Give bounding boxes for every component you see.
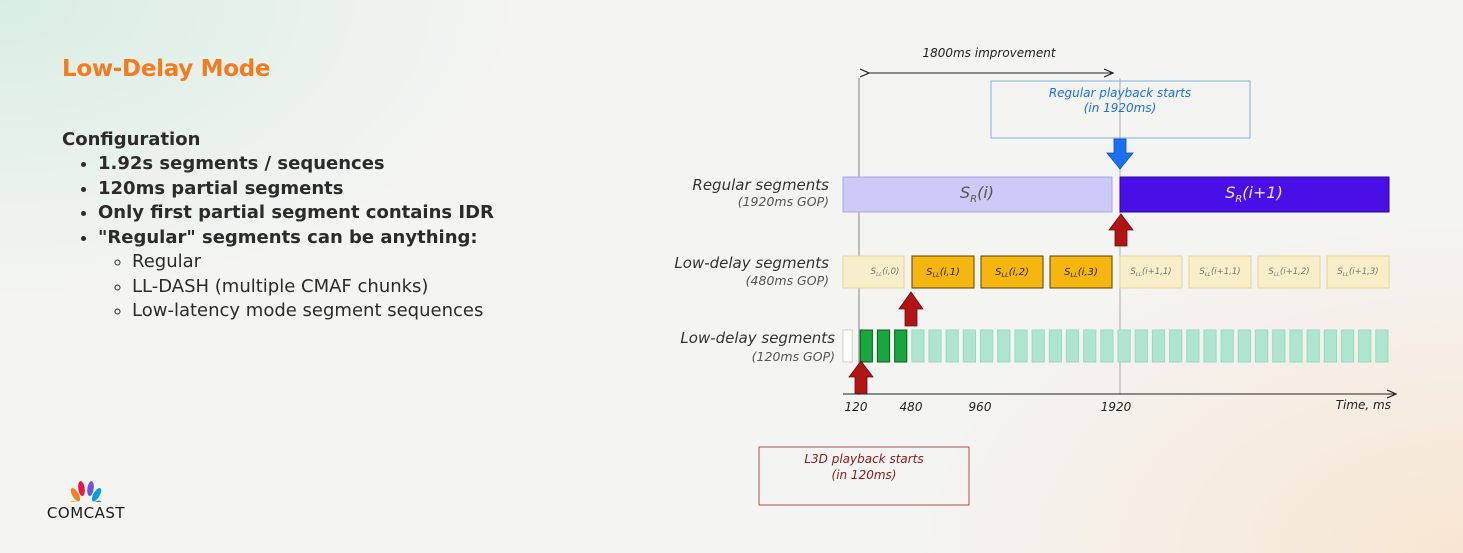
- configuration-list: 1.92s segments / sequences 120ms partial…: [62, 152, 622, 324]
- row-label-low-delay-480: Low-delay segments: [674, 254, 829, 272]
- regular-playback-callout-line1: Regular playback starts: [1049, 86, 1191, 100]
- chunk-29: [1340, 329, 1355, 363]
- chunk-18: [1151, 329, 1166, 363]
- chunk-19: [1169, 329, 1183, 363]
- configuration-section: Configuration 1.92s segments / sequences…: [62, 128, 622, 324]
- chunk-1: [859, 329, 873, 363]
- chunk-5: [928, 329, 942, 363]
- ll-segment-6: [1257, 255, 1321, 289]
- row-sublabel-regular: (1920ms GOP): [738, 194, 829, 209]
- sub-bullet-low-latency: Low-latency mode segment sequences: [132, 299, 622, 324]
- chunk-28: [1323, 329, 1338, 363]
- chunk-23: [1237, 329, 1252, 363]
- chunk-3: [894, 329, 908, 363]
- slide-title: Low-Delay Mode: [62, 56, 271, 82]
- bullet-regular-segments: "Regular" segments can be anything: Regu…: [98, 226, 622, 324]
- ll-segment-7-label: SLL(i+1,3): [1337, 267, 1378, 278]
- chunk-20: [1186, 329, 1200, 363]
- low-delay-120-row: [842, 329, 1389, 363]
- axis-tick-480: 480: [900, 400, 923, 414]
- chunk-21: [1203, 329, 1217, 363]
- comcast-logo: COMCAST: [40, 480, 132, 522]
- logo-wordmark: COMCAST: [46, 504, 126, 522]
- l3d-playback-callout: [758, 446, 970, 506]
- sub-bullet-regular: Regular: [132, 250, 622, 275]
- chunk-10: [1014, 329, 1028, 363]
- regular-segment-i-plus-1-label: SR(i+1): [1225, 183, 1283, 205]
- chunk-22: [1220, 329, 1234, 363]
- ll-segment-0-label: SLL(i,0): [871, 267, 900, 278]
- chunk-0: [842, 329, 853, 363]
- regular-options-list: Regular LL-DASH (multiple CMAF chunks) L…: [98, 250, 622, 324]
- regular-start-arrow-icon: [1106, 138, 1134, 170]
- chunk-7: [962, 329, 976, 363]
- improvement-label: 1800ms improvement: [922, 46, 1056, 60]
- ll-segment-4-label: SLL(i+1,1): [1130, 267, 1171, 278]
- chunk-31: [1375, 329, 1389, 363]
- chunk-27: [1306, 329, 1320, 363]
- ll-segment-1: [911, 255, 975, 289]
- row-sublabel-low-delay-480: (480ms GOP): [746, 273, 829, 288]
- chunk-14: [1083, 329, 1097, 363]
- chunk-16: [1117, 329, 1131, 363]
- bullet-idr: Only first partial segment contains IDR: [98, 201, 622, 226]
- chunk-11: [1031, 329, 1045, 363]
- ll-segment-4: [1119, 255, 1183, 289]
- row-label-regular: Regular segments: [692, 176, 829, 194]
- ll-segment-1-label: SLL(i,1): [926, 267, 960, 279]
- ll-segment-arrow-icon: [898, 291, 924, 327]
- ll-segment-3: [1049, 255, 1113, 289]
- axis-tick-960: 960: [969, 400, 992, 414]
- ll-segment-2: [980, 255, 1044, 289]
- row-sublabel-low-delay-120: (120ms GOP): [752, 349, 835, 364]
- ll-segment-0: [842, 255, 905, 289]
- bullet-regular-segments-text: "Regular" segments can be anything:: [98, 226, 478, 248]
- ll-segment-5: [1188, 255, 1252, 289]
- row-label-low-delay-120: Low-delay segments: [680, 329, 835, 347]
- bullet-partial-segments: 120ms partial segments: [98, 177, 622, 202]
- chunk-2: [876, 329, 891, 363]
- chunk-4: [911, 329, 925, 363]
- ll-segment-5-label: SLL(i+1,1): [1199, 267, 1240, 278]
- chunk-9: [997, 329, 1011, 363]
- regular-playback-callout: [990, 80, 1251, 139]
- chunk-26: [1289, 329, 1303, 363]
- bullet-segment-duration: 1.92s segments / sequences: [98, 152, 622, 177]
- sub-bullet-ll-dash: LL-DASH (multiple CMAF chunks): [132, 275, 622, 300]
- ll-segment-6-label: SLL(i+1,2): [1268, 267, 1309, 278]
- chunk-12: [1048, 329, 1063, 363]
- regular-segments-row: SR(i) SR(i+1): [842, 176, 1390, 213]
- configuration-heading: Configuration: [62, 129, 201, 150]
- chunk-30: [1358, 329, 1372, 363]
- ll-segment-3-label: SLL(i,3): [1064, 267, 1098, 279]
- chunk-6: [945, 329, 959, 363]
- axis-label: Time, ms: [1336, 398, 1391, 412]
- regular-segment-i: [842, 176, 1113, 213]
- chunk-8: [980, 329, 994, 363]
- axis-tick-1920: 1920: [1101, 400, 1132, 414]
- regular-playback-callout-line2: (in 1920ms): [1084, 101, 1157, 115]
- chunk-24: [1255, 329, 1269, 363]
- regular-segment-i-plus-1: [1119, 176, 1390, 213]
- l3d-playback-callout-line1: L3D playback starts: [804, 452, 923, 466]
- chunk-15: [1100, 329, 1114, 363]
- ll-segment-2-label: SLL(i,2): [995, 267, 1029, 279]
- l3d-playback-callout-line2: (in 120ms): [832, 468, 897, 482]
- ll-segment-7: [1326, 255, 1390, 289]
- low-delay-480-row: SLL(i,0) SLL(i,1) SLL(i,2) SLL(i,3) SLL(…: [842, 255, 1390, 289]
- regular-segment-i-label: SR(i): [960, 183, 994, 205]
- chunk-25: [1272, 329, 1286, 363]
- chunk-17: [1134, 329, 1148, 363]
- chunk-arrow-icon: [848, 360, 874, 395]
- chunk-13: [1065, 329, 1080, 363]
- regular-segment-arrow-icon: [1108, 213, 1134, 247]
- axis-tick-120: 120: [845, 400, 868, 414]
